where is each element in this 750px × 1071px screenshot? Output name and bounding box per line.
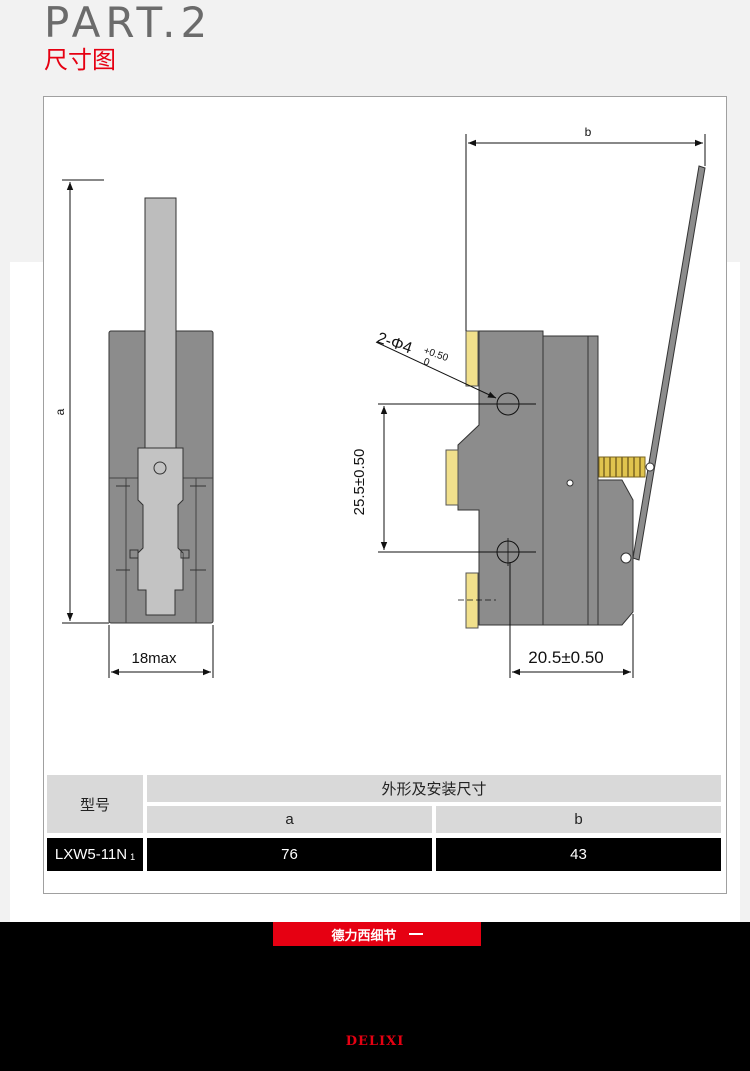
footer: 德力西细节 DELIXI [0,922,750,1071]
label-a: a [53,408,67,415]
width-dimension: 18max [131,650,177,667]
hole-tolerance-lower: 0 [422,356,431,368]
value-a-cell: 76 [147,838,432,871]
dimensions-header: 外形及安装尺寸 [147,775,721,802]
model-name: LXW5-11N [54,846,128,863]
footer-tag: 德力西细节 [273,922,481,946]
side-band-left [0,262,10,922]
hole-callout: 2-Φ4 [375,330,415,358]
side-view [445,165,706,629]
model-subscript: 1 [130,851,136,862]
section-subtitle: 尺寸图 [44,47,116,74]
front-view [108,197,214,624]
column-b-header: b [436,806,721,833]
dash-icon [408,933,423,935]
value-b-cell: 43 [436,838,721,871]
hole-offset-dimension: 20.5±0.50 [528,648,604,667]
footer-tag-text: 德力西细节 [331,927,397,943]
column-a-header: a [147,806,432,833]
side-band-right [740,262,750,922]
part-title: PART.2 [44,0,213,47]
front-actuator [137,447,184,616]
brand-logo: DELIXI [345,1034,405,1049]
label-b: b [585,125,592,139]
side-cap [597,479,634,626]
model-header: 型号 [47,775,143,833]
spring [598,456,646,478]
front-lever [144,197,177,449]
hole-spacing-dimension: 25.5±0.50 [351,449,368,516]
terminal-middle [445,449,459,506]
side-lever [632,165,706,561]
terminal-top [465,330,479,387]
terminal-bottom [465,572,479,629]
